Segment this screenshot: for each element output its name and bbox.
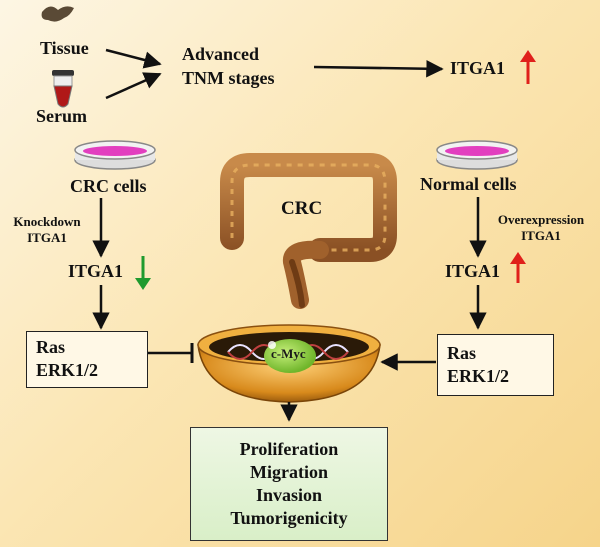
knockdown-label: Knockdown ITGA1	[2, 214, 92, 246]
arrow-tissue-to-advanced	[105, 48, 162, 69]
crc-cells-label: CRC cells	[70, 176, 147, 196]
arrow-advanced-to-itga1	[313, 60, 444, 78]
left-erk-label: ERK1/2	[36, 360, 99, 380]
crc-label: CRC	[281, 198, 323, 219]
outcome-proliferation: Proliferation	[239, 439, 339, 459]
tissue-label: Tissue	[40, 38, 89, 58]
crc-petri-dish-icon	[74, 140, 156, 170]
normal-petri-dish-icon	[436, 140, 518, 170]
left-ras-label: Ras	[36, 337, 66, 357]
right-itga1-label: ITGA1	[445, 261, 501, 281]
colon-illustration	[220, 153, 397, 309]
right-itga1-up-arrow-icon	[510, 252, 526, 283]
left-itga1-label: ITGA1	[68, 261, 124, 281]
outcome-tumorigenicity: Tumorigenicity	[230, 508, 348, 528]
outcome-invasion: Invasion	[255, 485, 323, 505]
left-ras-erk-box: Ras ERK1/2	[26, 331, 148, 388]
normal-cells-label: Normal cells	[420, 174, 517, 194]
right-ras-label: Ras	[447, 343, 477, 363]
advanced-label-line2: TNM stages	[182, 68, 275, 88]
top-itga1-label: ITGA1	[450, 58, 506, 78]
knockdown-line1: Knockdown	[13, 214, 81, 229]
advanced-label-line1: Advanced	[182, 44, 260, 64]
serum-label: Serum	[36, 106, 87, 126]
cmyc-label: c-Myc	[271, 346, 306, 361]
knockdown-line2: ITGA1	[27, 230, 67, 245]
outcomes-box: Proliferation Migration Invasion Tumorig…	[190, 427, 388, 541]
arrow-serum-to-advanced	[105, 72, 162, 100]
outcome-migration: Migration	[250, 462, 328, 482]
right-erk-label: ERK1/2	[447, 366, 510, 386]
serum-tube-icon	[52, 70, 74, 108]
nucleus-illustration	[197, 324, 381, 403]
left-itga1-down-arrow-icon	[135, 256, 151, 290]
overexpression-line1: Overexpression	[497, 212, 585, 227]
top-itga1-up-arrow-icon	[520, 50, 536, 84]
tissue-icon	[41, 6, 74, 22]
overexpression-line2: ITGA1	[521, 228, 561, 243]
right-ras-erk-box: Ras ERK1/2	[437, 334, 554, 396]
inhibition-line	[148, 343, 194, 363]
overexpression-label: Overexpression ITGA1	[482, 212, 600, 244]
